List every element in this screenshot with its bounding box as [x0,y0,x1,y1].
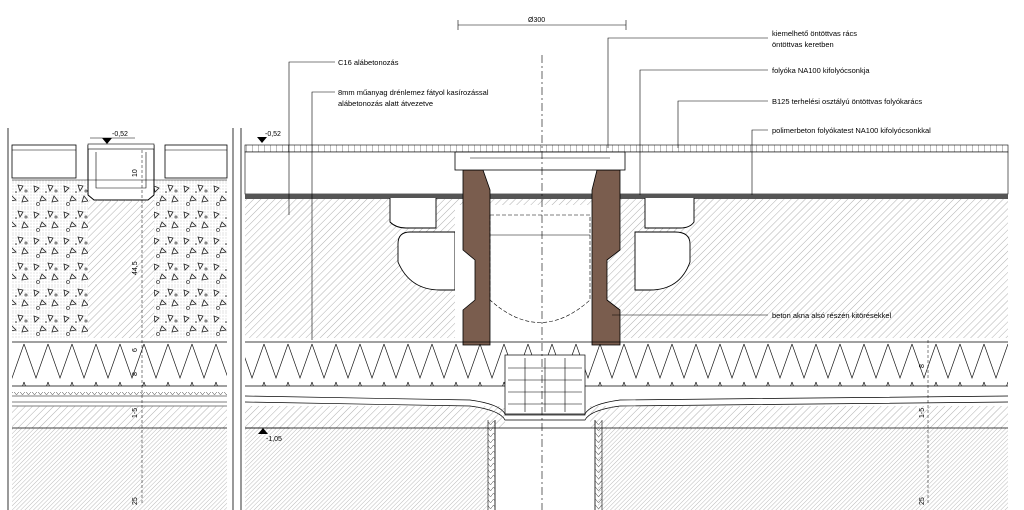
dim-left-6: 25 [132,497,139,505]
callout-c16: C16 alábetonozás [338,58,399,67]
callout-na100: folyóka NA100 kifolyócsonkja [772,66,870,75]
callout-drain-line1: 8mm műanyag drénlemez fátyol kasírozássa… [338,88,489,97]
callout-polymer: polimerbeton folyókatest NA100 kifolyócs… [772,126,931,135]
diameter-label: Ø300 [528,17,545,24]
callout-b125: B125 terhelési osztályú öntöttvas folyók… [772,97,922,106]
level-top-right: -0,52 [265,131,281,138]
dim-left-4: 8 [132,372,139,376]
callout-shaft: beton akna alsó részén kitörésekkel [772,311,892,320]
dim-right-2: 1-5 [919,408,926,418]
level-marker-icon [258,428,268,434]
level-marker-icon [102,138,112,144]
left-dim-labels: 10 44,5 6 8 1-5 25 [132,169,139,505]
callouts: C16 alábetonozás 8mm műanyag drénlemez f… [288,29,931,340]
level-bottom: -1,05 [266,436,282,443]
callout-grate-line2: öntöttvas keretben [772,40,834,49]
dim-right-1: 8 [919,364,926,368]
right-section: Ø300 -0,52 -1,05 8 1-5 25 [240,17,1009,510]
dim-left-2: 44,5 [132,261,139,275]
dim-left-3: 6 [132,348,139,352]
dim-left-5: 1-5 [132,408,139,418]
dim-right-3: 25 [919,497,926,505]
level-marker-icon [257,137,267,143]
callout-grate-line1: kiemelhető öntöttvas rács [772,29,857,38]
dim-left-1: 10 [132,169,139,177]
left-section: 10 44,5 6 8 1-5 25 -0,52 [7,128,234,510]
callout-drain-line2: alábetonozás alatt átvezetve [338,99,433,108]
level-top-left: -0,52 [112,131,128,138]
drain-grate [508,358,582,412]
